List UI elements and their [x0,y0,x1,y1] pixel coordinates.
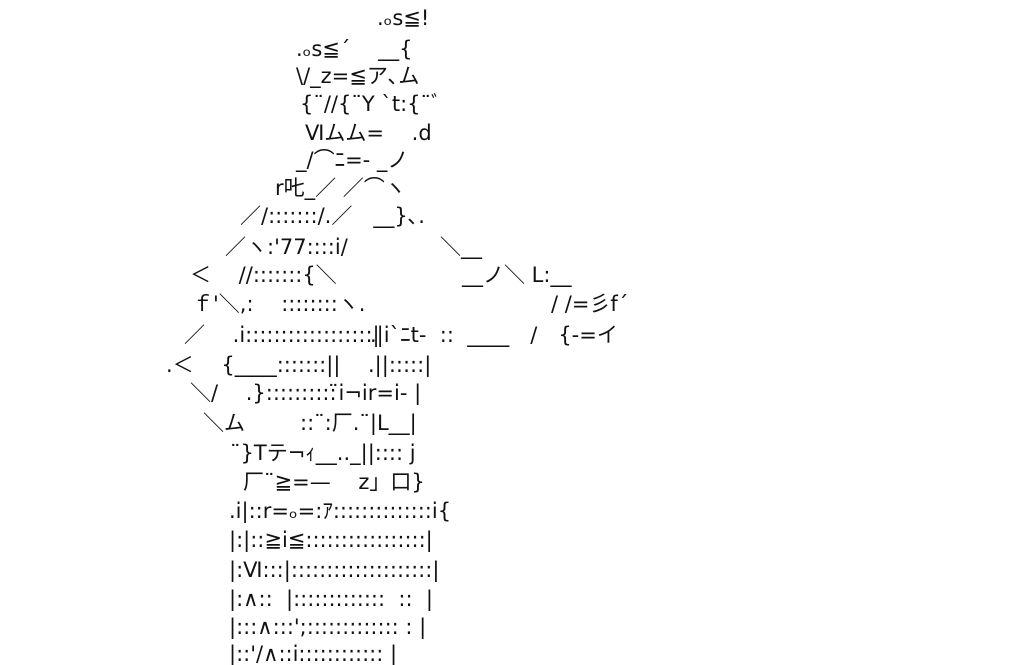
art-line: .|i`ﾆt- :: ____ / {-=イ [370,323,618,347]
art-line: .ₒs≦! [377,6,430,30]
art-line: ｆ'＼,: ::::::::ヽ. [192,292,366,316]
art-line: {¨//{¨Y `t:{¨ﾞ [300,92,442,116]
art-line: ／/:::::::/.／ __}､. [240,204,425,228]
art-line: r𠮟_／ ／⌒ヽ [275,176,406,200]
art-line: |:Ⅵ:::|::::::::::::::::::::| [229,558,440,582]
art-line: |:∧:: |::::::::::::: :: | [229,587,434,611]
art-line: |::'/∧::i:::::::::::: | [229,642,398,665]
art-line: __ノ＼ L:__ [462,263,572,287]
art-line: Ⅵムム= .d [305,121,432,145]
art-line: \/_z=≦ア､ム [296,64,420,88]
art-line: .＜ {____:::::::|| [166,353,341,377]
art-line: 厂¨≧=— z」口} [243,470,425,494]
art-line: ＼ム [203,411,245,435]
art-line: |:::∧:::';::::::::::::: : | [229,615,427,639]
art-line: ／ .i::::::::::::::::::| [184,323,380,347]
art-line: ＼__ [440,235,482,259]
art-line: ¨}Tテ¬ｨ__.._||:::: j [230,441,416,465]
art-line: .||:::::| [368,353,432,377]
art-line: ＼/ .}:::::::::: [190,381,337,405]
art-line: ::¨:厂.¨|L__| [300,411,417,435]
art-line: ¨i¬ir=i- | [328,381,422,405]
art-line: / /=彡f´ [551,292,629,316]
art-line: ＜ //:::::::{＼ [190,263,337,287]
art-line: .ₒs≦´ __{ [296,37,413,61]
art-line: ／ヽ:'77::::i/ [225,235,348,259]
art-line: |:|::≧i≦:::::::::::::::::| [229,528,433,552]
art-line: .i|::r=ₒ=:ｱ::::::::::::::i{ [229,499,452,523]
art-line: _/⌒ﾆ=- _ノ [296,148,409,172]
